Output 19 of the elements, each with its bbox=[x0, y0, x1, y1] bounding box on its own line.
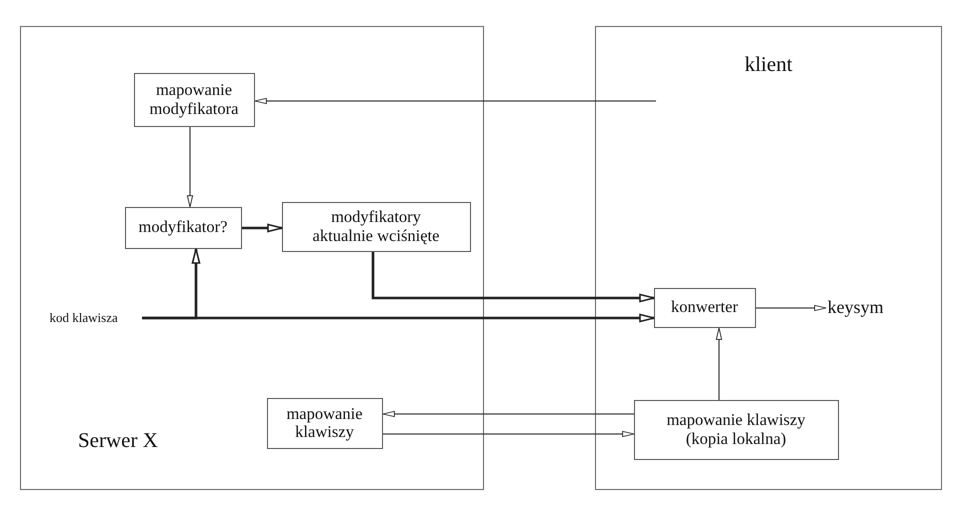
arrow bbox=[382, 410, 634, 418]
panel-title: klient bbox=[744, 52, 794, 77]
server-panel bbox=[20, 26, 484, 490]
process-box: mapowanie modyfikatora bbox=[134, 72, 254, 126]
arrow bbox=[756, 304, 826, 312]
arrow bbox=[242, 224, 283, 232]
arrow bbox=[716, 328, 722, 400]
arrow bbox=[372, 252, 655, 302]
client-panel bbox=[595, 26, 942, 490]
panel-title: Serwer X bbox=[78, 428, 158, 453]
process-box: konwerter bbox=[654, 288, 756, 328]
arrow bbox=[254, 98, 656, 104]
process-box: mapowanie klawiszy bbox=[266, 398, 382, 448]
arrow bbox=[186, 126, 194, 208]
process-box: modyfikatory aktualnie wciśnięte bbox=[282, 202, 470, 252]
process-box: modyfikator? bbox=[124, 206, 242, 248]
arrow bbox=[382, 430, 634, 438]
arrow bbox=[142, 314, 655, 322]
process-box: mapowanie klawiszy (kopia lokalna) bbox=[634, 400, 838, 460]
